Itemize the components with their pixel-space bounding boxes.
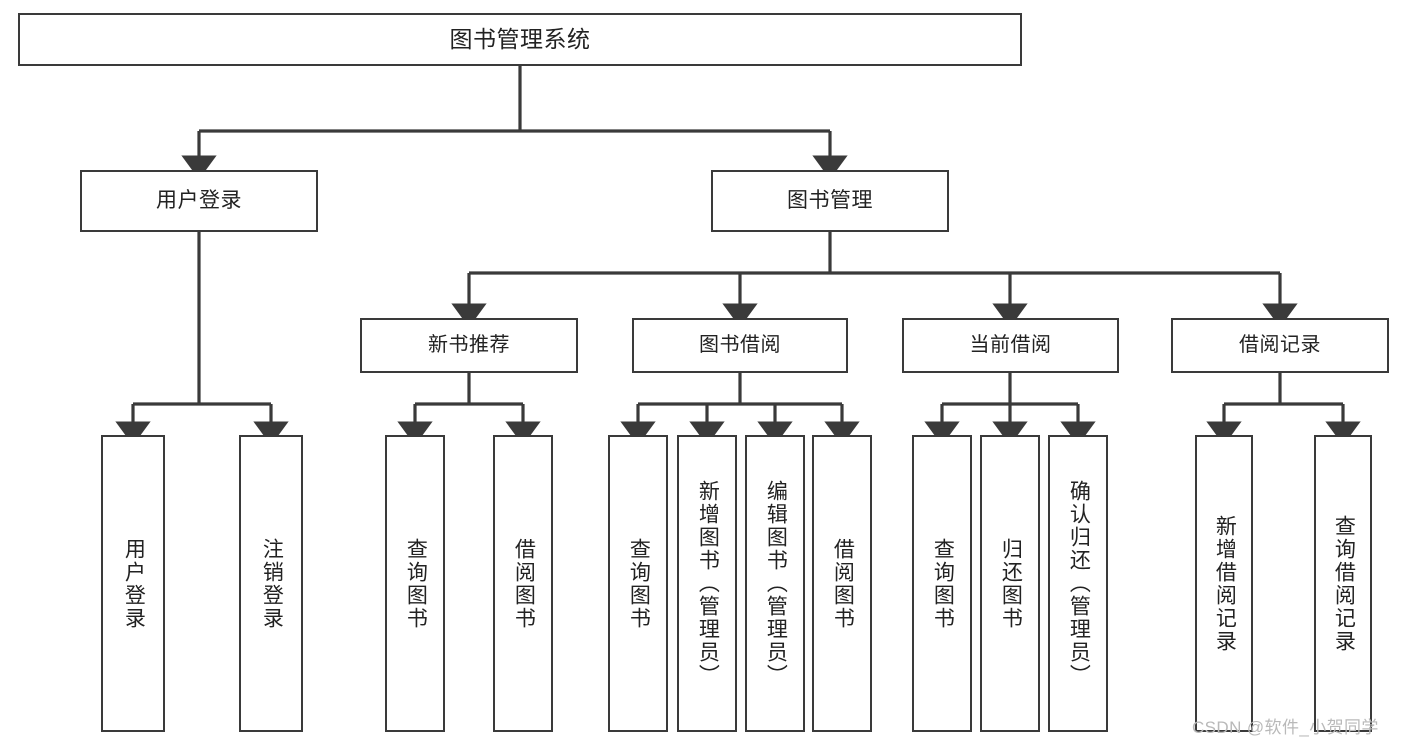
node-leaf-query-book-1-label: 查询图书 [404, 537, 428, 630]
node-leaf-borrow-book-1-label: 借阅图书 [512, 537, 536, 630]
node-leaf-confirm-return[interactable]: 确认归还（管理员） [1048, 435, 1108, 732]
node-leaf-edit-book[interactable]: 编辑图书（管理员） [745, 435, 805, 732]
node-leaf-query-record[interactable]: 查询借阅记录 [1314, 435, 1372, 732]
node-book-borrow-label: 图书借阅 [699, 334, 781, 357]
node-leaf-return-book[interactable]: 归还图书 [980, 435, 1040, 732]
node-user-login-label: 用户登录 [156, 189, 242, 213]
node-current-borrow-label: 当前借阅 [969, 334, 1052, 357]
node-leaf-user-login-label: 用户登录 [122, 537, 146, 630]
node-leaf-user-login[interactable]: 用户登录 [101, 435, 165, 732]
node-current-borrow[interactable]: 当前借阅 [902, 318, 1119, 373]
node-borrow-record[interactable]: 借阅记录 [1171, 318, 1389, 373]
node-leaf-query-book-3-label: 查询图书 [931, 537, 955, 630]
node-leaf-add-book[interactable]: 新增图书（管理员） [677, 435, 737, 732]
csdn-watermark: CSDN @软件_小贺同学 [1192, 718, 1379, 737]
node-book-management-label: 图书管理 [787, 189, 873, 213]
node-leaf-return-book-label: 归还图书 [999, 537, 1023, 630]
node-leaf-confirm-return-label: 确认归还（管理员） [1067, 480, 1091, 687]
node-leaf-logout[interactable]: 注销登录 [239, 435, 303, 732]
node-leaf-add-record-label: 新增借阅记录 [1213, 514, 1237, 653]
node-leaf-query-book-2-label: 查询图书 [627, 537, 651, 630]
node-book-borrow[interactable]: 图书借阅 [632, 318, 848, 373]
node-new-book-recommend-label: 新书推荐 [428, 334, 510, 357]
node-new-book-recommend[interactable]: 新书推荐 [360, 318, 578, 373]
node-leaf-query-record-label: 查询借阅记录 [1332, 514, 1356, 653]
node-user-login[interactable]: 用户登录 [80, 170, 318, 232]
node-leaf-add-book-label: 新增图书（管理员） [696, 480, 720, 687]
node-root[interactable]: 图书管理系统 [18, 13, 1022, 66]
node-root-label: 图书管理系统 [449, 25, 591, 52]
node-borrow-record-label: 借阅记录 [1239, 334, 1321, 357]
node-leaf-edit-book-label: 编辑图书（管理员） [764, 480, 788, 687]
node-leaf-query-book-2[interactable]: 查询图书 [608, 435, 668, 732]
node-leaf-borrow-book-2[interactable]: 借阅图书 [812, 435, 872, 732]
node-book-management[interactable]: 图书管理 [711, 170, 949, 232]
node-leaf-borrow-book-1[interactable]: 借阅图书 [493, 435, 553, 732]
node-leaf-logout-label: 注销登录 [260, 537, 284, 630]
node-leaf-borrow-book-2-label: 借阅图书 [831, 537, 855, 630]
node-leaf-add-record[interactable]: 新增借阅记录 [1195, 435, 1253, 732]
node-leaf-query-book-1[interactable]: 查询图书 [385, 435, 445, 732]
node-leaf-query-book-3[interactable]: 查询图书 [912, 435, 972, 732]
